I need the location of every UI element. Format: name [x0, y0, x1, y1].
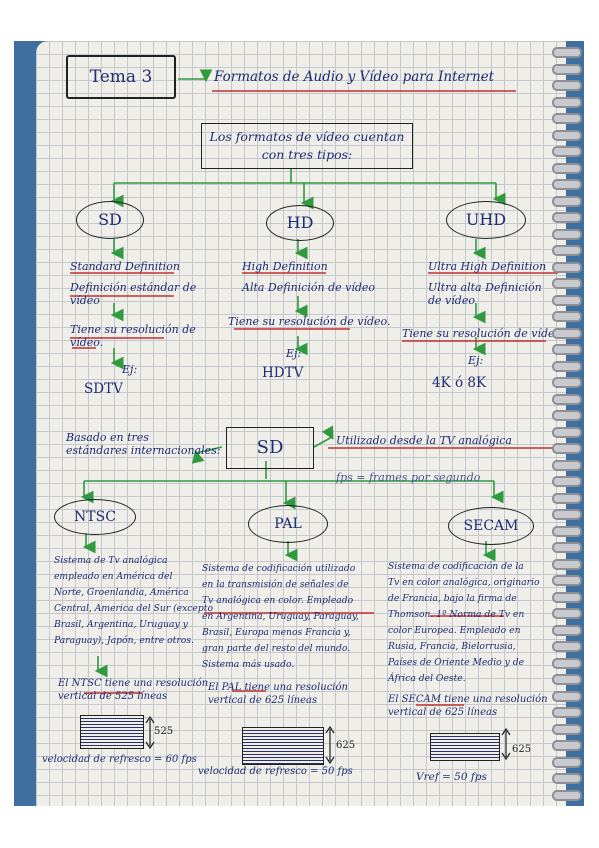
fps-note: fps = frames por segundo	[336, 471, 481, 484]
secam-screen	[430, 733, 500, 761]
ntsc-desc: Sistema de Tv analógica empleado en Amér…	[54, 555, 213, 646]
spiral-ring	[552, 624, 582, 636]
spiral-ring	[552, 360, 582, 372]
ntsc-screen	[80, 715, 144, 749]
secam-lines: 625	[512, 744, 532, 755]
spiral-ring	[552, 591, 582, 603]
hd-desc: Alta Definición de vídeo	[242, 281, 376, 294]
spiral-ring	[552, 311, 582, 322]
ntsc-lines: 525	[154, 726, 174, 737]
diagram-lines	[70, 69, 558, 765]
sd-oval: SD	[76, 201, 144, 239]
ntsc-oval: NTSC	[54, 499, 136, 535]
grid-paper: Tema 3 Formatos de Audio y Vídeo para In…	[36, 41, 566, 806]
spiral-ring	[552, 459, 582, 471]
sd-desc: Definición estándar de vídeo	[70, 281, 197, 307]
pal-desc: Sistema de codificación utilizado en la …	[202, 563, 359, 670]
ntsc-res: El NTSC tiene una resolución vertical de…	[58, 678, 209, 702]
sd-section-box: SD	[226, 427, 314, 469]
spiral-ring	[552, 443, 582, 454]
spiral-ring	[552, 492, 582, 504]
uhd-example: 4K ó 8K	[432, 375, 487, 391]
spiral-ring	[552, 80, 582, 91]
spiral-ring	[552, 212, 582, 223]
spiral-ring	[552, 476, 582, 487]
spiral-ring	[552, 773, 582, 784]
spiral-ring	[552, 740, 582, 751]
uhd-ej: Ej:	[468, 354, 484, 367]
spiral-ring	[552, 113, 582, 124]
spiral-ring	[552, 426, 582, 438]
spiral-ring	[552, 47, 582, 58]
sd-res: Tiene su resolución de vídeo.	[70, 323, 196, 349]
spiral-ring	[552, 129, 582, 141]
secam-desc: Sistema de codificación de la Tv en colo…	[388, 561, 540, 684]
spiral-ring	[552, 558, 582, 570]
spiral-ring	[552, 509, 582, 520]
sd-used: Utilizado desde la TV analógica	[336, 434, 512, 447]
spiral-ring	[552, 657, 582, 669]
sd-ej: Ej:	[122, 363, 138, 376]
spiral-ring	[552, 690, 582, 702]
pal-speed: velocidad de refresco = 50 fps	[198, 766, 353, 777]
hd-name: High Definition	[242, 260, 328, 273]
hd-res: Tiene su resolución de vídeo.	[228, 315, 391, 328]
pal-screen	[242, 727, 324, 765]
page-title: Formatos de Audio y Vídeo para Internet	[214, 69, 495, 85]
spiral-ring	[552, 542, 582, 553]
pal-res: El PAL tiene una resolución vertical de …	[208, 682, 348, 706]
spiral-ring	[552, 344, 582, 355]
spiral-ring	[552, 575, 582, 586]
sd-example: SDTV	[84, 381, 123, 397]
spiral-ring	[552, 641, 582, 652]
sd-based-on: Basado en tres estándares internacionale…	[66, 431, 221, 457]
secam-speed: Vref = 50 fps	[416, 771, 487, 783]
notebook-spiral	[548, 41, 582, 806]
spiral-ring	[552, 294, 582, 306]
spiral-ring	[552, 410, 582, 421]
secam-oval: SECAM	[448, 507, 534, 545]
spiral-ring	[552, 525, 582, 537]
spiral-ring	[552, 278, 582, 289]
uhd-oval: UHD	[446, 201, 526, 239]
spiral-ring	[552, 608, 582, 619]
ntsc-speed: velocidad de refresco = 60 fps	[42, 754, 197, 765]
hd-oval: HD	[266, 205, 334, 241]
spiral-ring	[552, 723, 582, 735]
spiral-ring	[552, 393, 582, 405]
spiral-ring	[552, 228, 582, 240]
title-box: Tema 3	[66, 55, 176, 99]
spiral-ring	[552, 63, 582, 75]
spiral-ring	[552, 756, 582, 768]
notebook-photo: Tema 3 Formatos de Audio y Vídeo para In…	[14, 41, 584, 806]
hd-example: HDTV	[262, 365, 304, 381]
spiral-ring	[552, 327, 582, 339]
spiral-ring	[552, 146, 582, 157]
spiral-ring	[552, 245, 582, 256]
secam-res: El SECAM tiene una resolución vertical d…	[388, 694, 548, 718]
uhd-res: Tiene su resolución de vídeo	[402, 327, 562, 340]
spiral-ring	[552, 377, 582, 388]
pal-lines: 625	[336, 740, 356, 751]
uhd-desc: Ultra alta Definición de vídeo	[428, 281, 542, 307]
spiral-ring	[552, 707, 582, 718]
spiral-ring	[552, 179, 582, 190]
spiral-ring	[552, 96, 582, 108]
sd-name: Standard Definition	[70, 260, 180, 273]
uhd-name: Ultra High Definition	[428, 260, 547, 273]
intro-box: Los formatos de vídeo cuentan con tres t…	[201, 123, 413, 169]
spiral-ring	[552, 195, 582, 207]
spiral-ring	[552, 162, 582, 174]
pal-oval: PAL	[248, 505, 328, 543]
hd-ej: Ej:	[286, 347, 302, 360]
spiral-ring	[552, 261, 582, 273]
spiral-ring	[552, 674, 582, 685]
spiral-ring	[552, 789, 582, 801]
